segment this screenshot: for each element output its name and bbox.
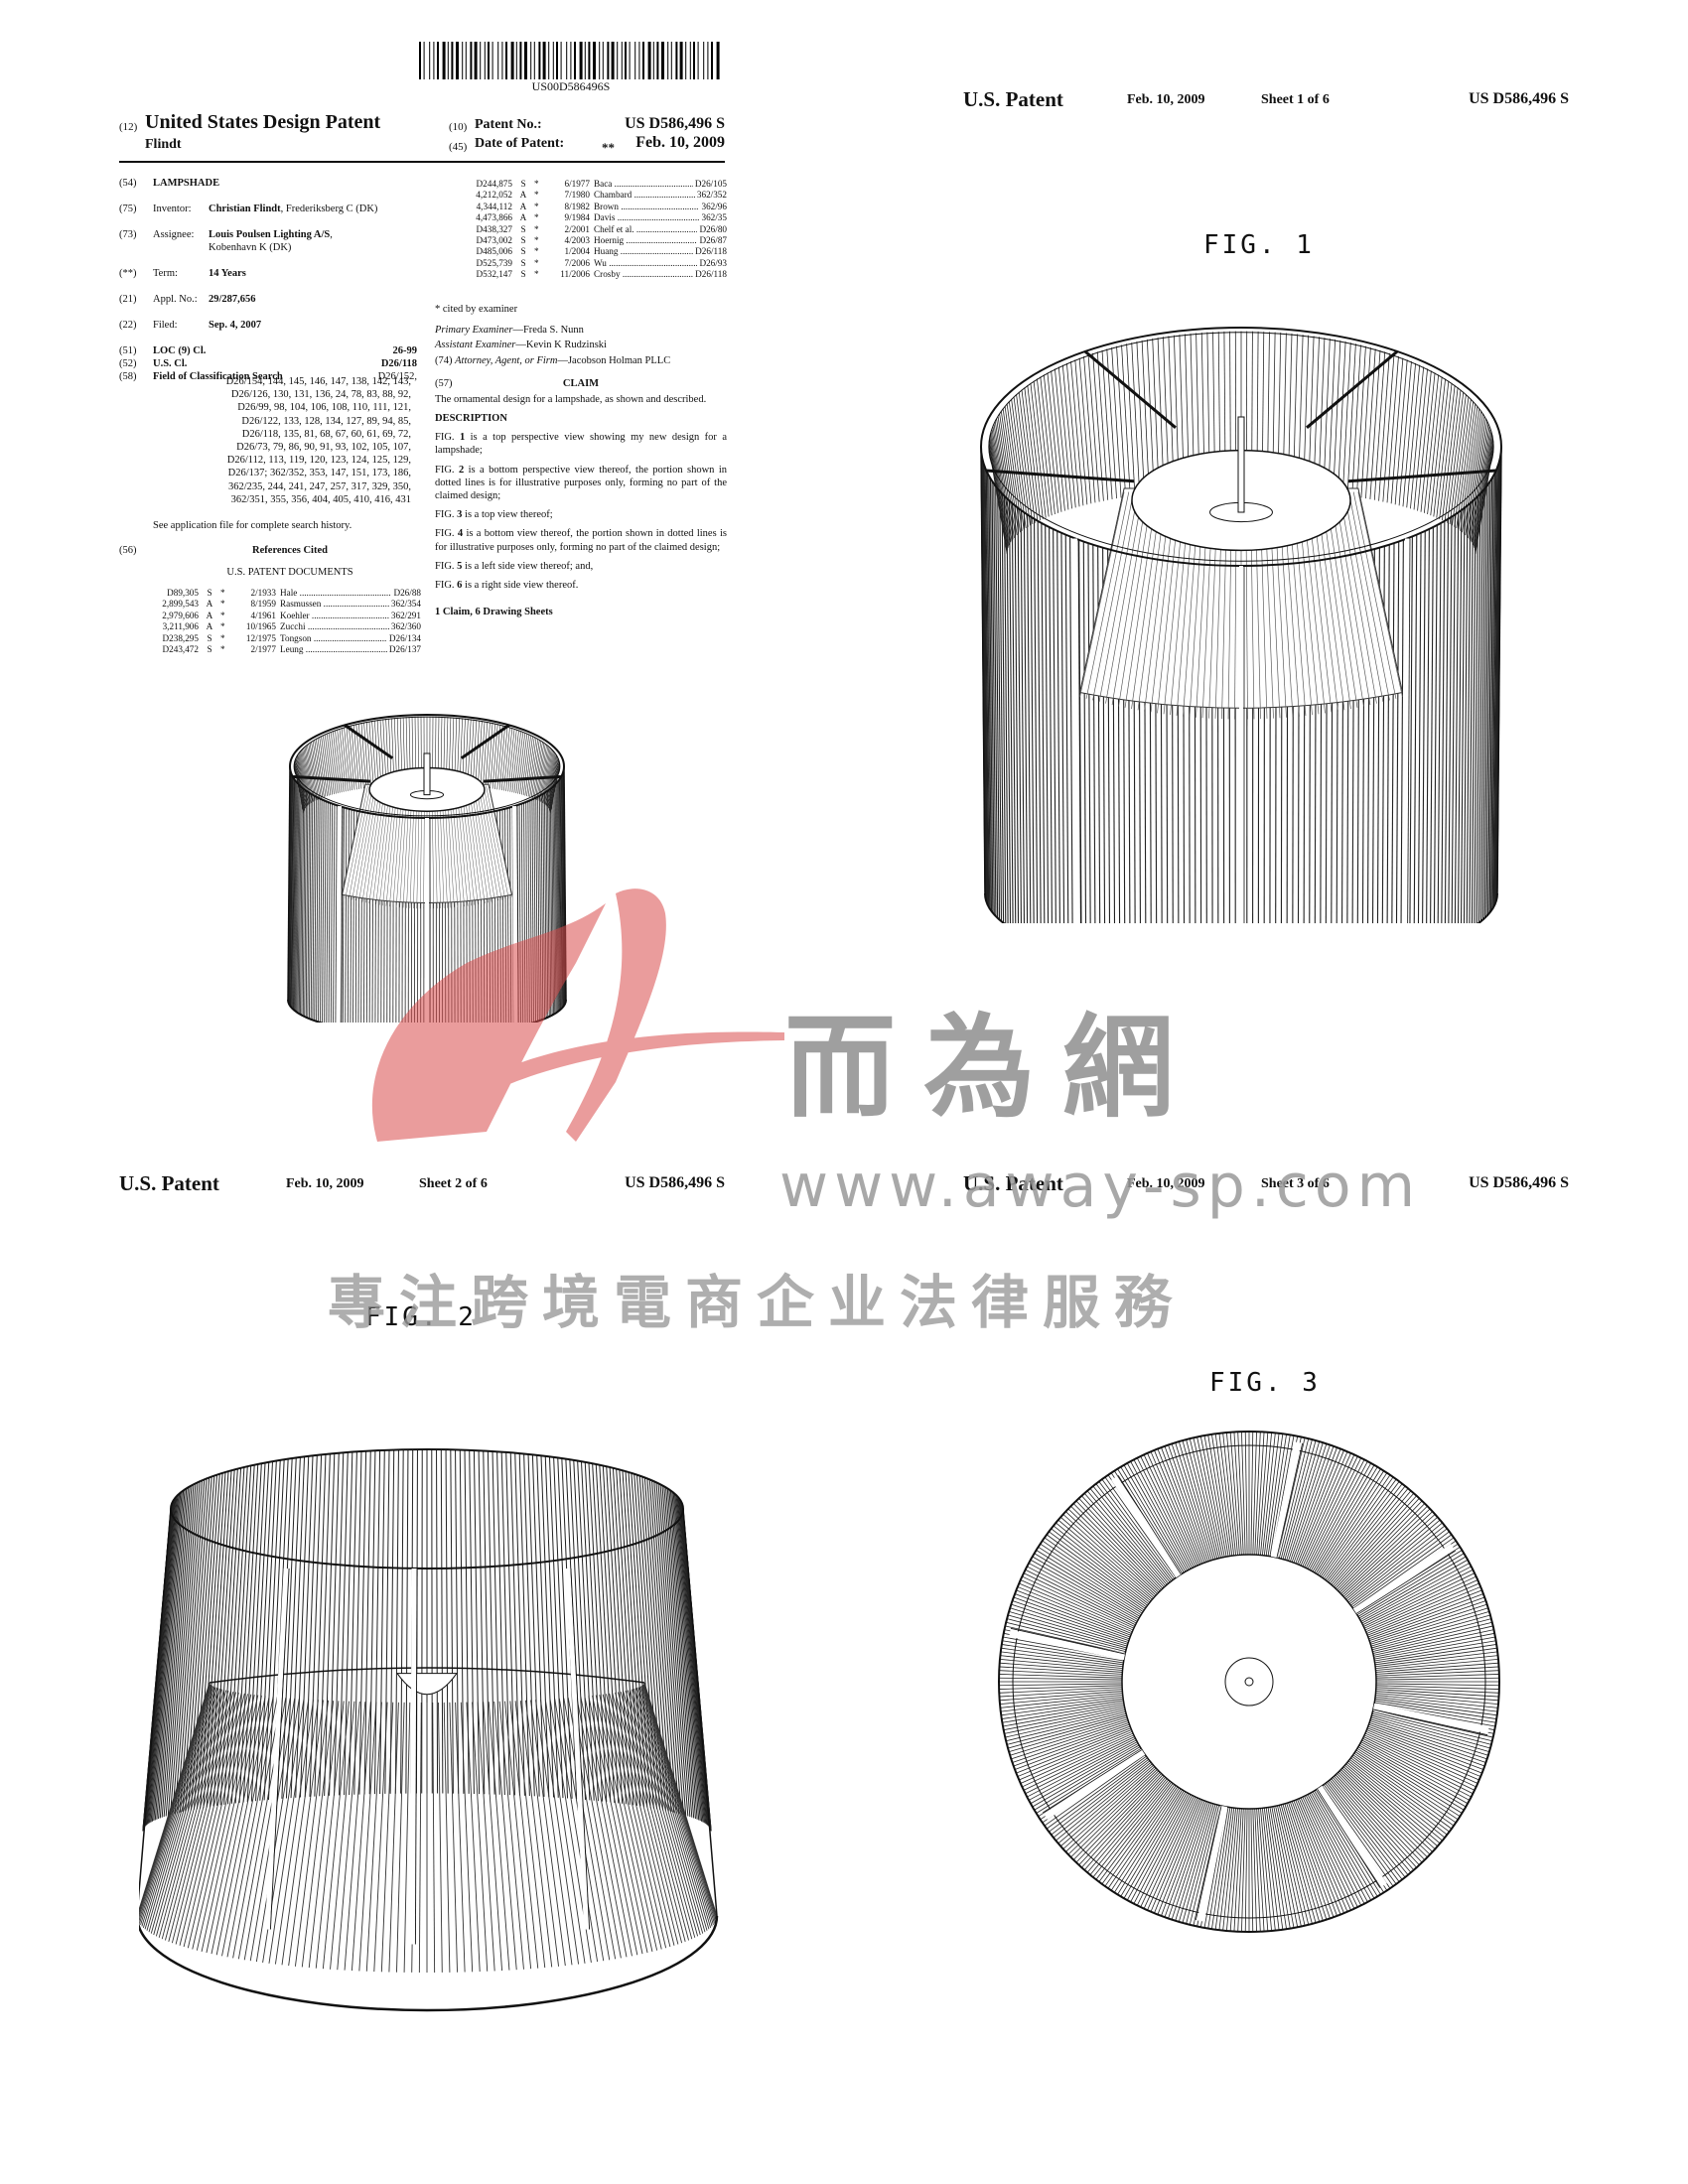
claim-heading: (57) CLAIM	[435, 377, 600, 389]
sheet-3-header: U.S. Patent Feb. 10, 2009 Sheet 3 of 6 U…	[963, 1171, 1569, 1195]
attorney: (74) Attorney, Agent, or Firm—Jacobson H…	[435, 354, 671, 366]
primary-examiner: Primary Examiner—Freda S. Nunn	[435, 325, 584, 337]
watermark-brand-chars: 而為網	[784, 1004, 1201, 1133]
fig-1-label: FIG. 1	[1203, 230, 1315, 260]
barcode-text: US00D586496S	[531, 79, 611, 93]
refs-num: (56)	[119, 545, 137, 556]
see-application-note: See application file for complete search…	[153, 520, 352, 531]
fig-3-drawing	[998, 1431, 1500, 1933]
barcode	[419, 42, 720, 79]
desc-fig-1: FIG. 1 is a top perspective view showing…	[435, 432, 727, 457]
fig-2-drawing	[139, 1448, 719, 2012]
cited-note: * cited by examiner	[435, 304, 518, 315]
patent-number: US D586,496 S	[625, 115, 725, 132]
fig-2-label: FIG. 2	[365, 1302, 477, 1332]
desc-fig-5: FIG. 5 is a left side view thereof; and,	[435, 560, 594, 572]
biblio-block: (54) LAMPSHADE (75) Inventor: Christian …	[119, 178, 378, 331]
date-label: Date of Patent:	[475, 136, 565, 151]
field-of-search-list: D26/154, 144, 145, 146, 147, 138, 142, 1…	[225, 376, 411, 505]
date-stars: **	[602, 140, 615, 155]
classification-block: (51) LOC (9) Cl. 26-99 (52) U.S. Cl. D26…	[119, 345, 417, 382]
patent-no-label: Patent No.:	[475, 117, 542, 132]
desc-fig-3: FIG. 3 is a top view thereof;	[435, 509, 553, 521]
code-12: (12)	[119, 121, 138, 133]
front-lampshade-drawing	[287, 714, 567, 1023]
watermark-url: www.away-sp.com	[779, 1152, 1422, 1221]
sheet-1-header: U.S. Patent Feb. 10, 2009 Sheet 1 of 6 U…	[963, 87, 1569, 111]
watermark-logo	[371, 888, 784, 1142]
watermark-logo-mark	[371, 888, 784, 1142]
desc-fig-4: FIG. 4 is a bottom view thereof, the por…	[435, 528, 727, 553]
date-of-patent: Feb. 10, 2009	[635, 134, 725, 151]
desc-fig-6: FIG. 6 is a right side view thereof.	[435, 580, 579, 592]
code-10: (10)	[449, 121, 468, 133]
header-rule	[119, 161, 725, 163]
description-heading: DESCRIPTION	[435, 413, 507, 425]
right-column: * cited by examiner Primary Examiner—Fre…	[435, 303, 727, 624]
claim-text: The ornamental design for a lampshade, a…	[435, 393, 707, 405]
references-cited-title: References Cited	[252, 545, 328, 556]
desc-fig-2: FIG. 2 is a bottom perspective view ther…	[435, 464, 727, 502]
assistant-examiner: Assistant Examiner—Kevin K Rudzinski	[435, 340, 607, 351]
references-table-left: D89,305S*2/1933HaleD26/882,899,543A*8/19…	[147, 588, 421, 655]
watermark-subtitle: 專注跨境電商企业法律服務	[328, 1269, 1187, 1336]
claims-summary: 1 Claim, 6 Drawing Sheets	[435, 607, 553, 618]
document-type: United States Design Patent	[145, 111, 381, 133]
fig-3-label: FIG. 3	[1209, 1368, 1321, 1398]
references-table-right: D244,875S*6/1977BacaD26/1054,212,052A*7/…	[461, 179, 727, 281]
fig-1-drawing	[980, 327, 1502, 923]
sheet-2-header: U.S. Patent Feb. 10, 2009 Sheet 2 of 6 U…	[119, 1171, 725, 1195]
inventor-surname: Flindt	[145, 137, 182, 152]
us-patent-documents: U.S. PATENT DOCUMENTS	[226, 567, 353, 578]
code-45: (45)	[449, 141, 468, 153]
